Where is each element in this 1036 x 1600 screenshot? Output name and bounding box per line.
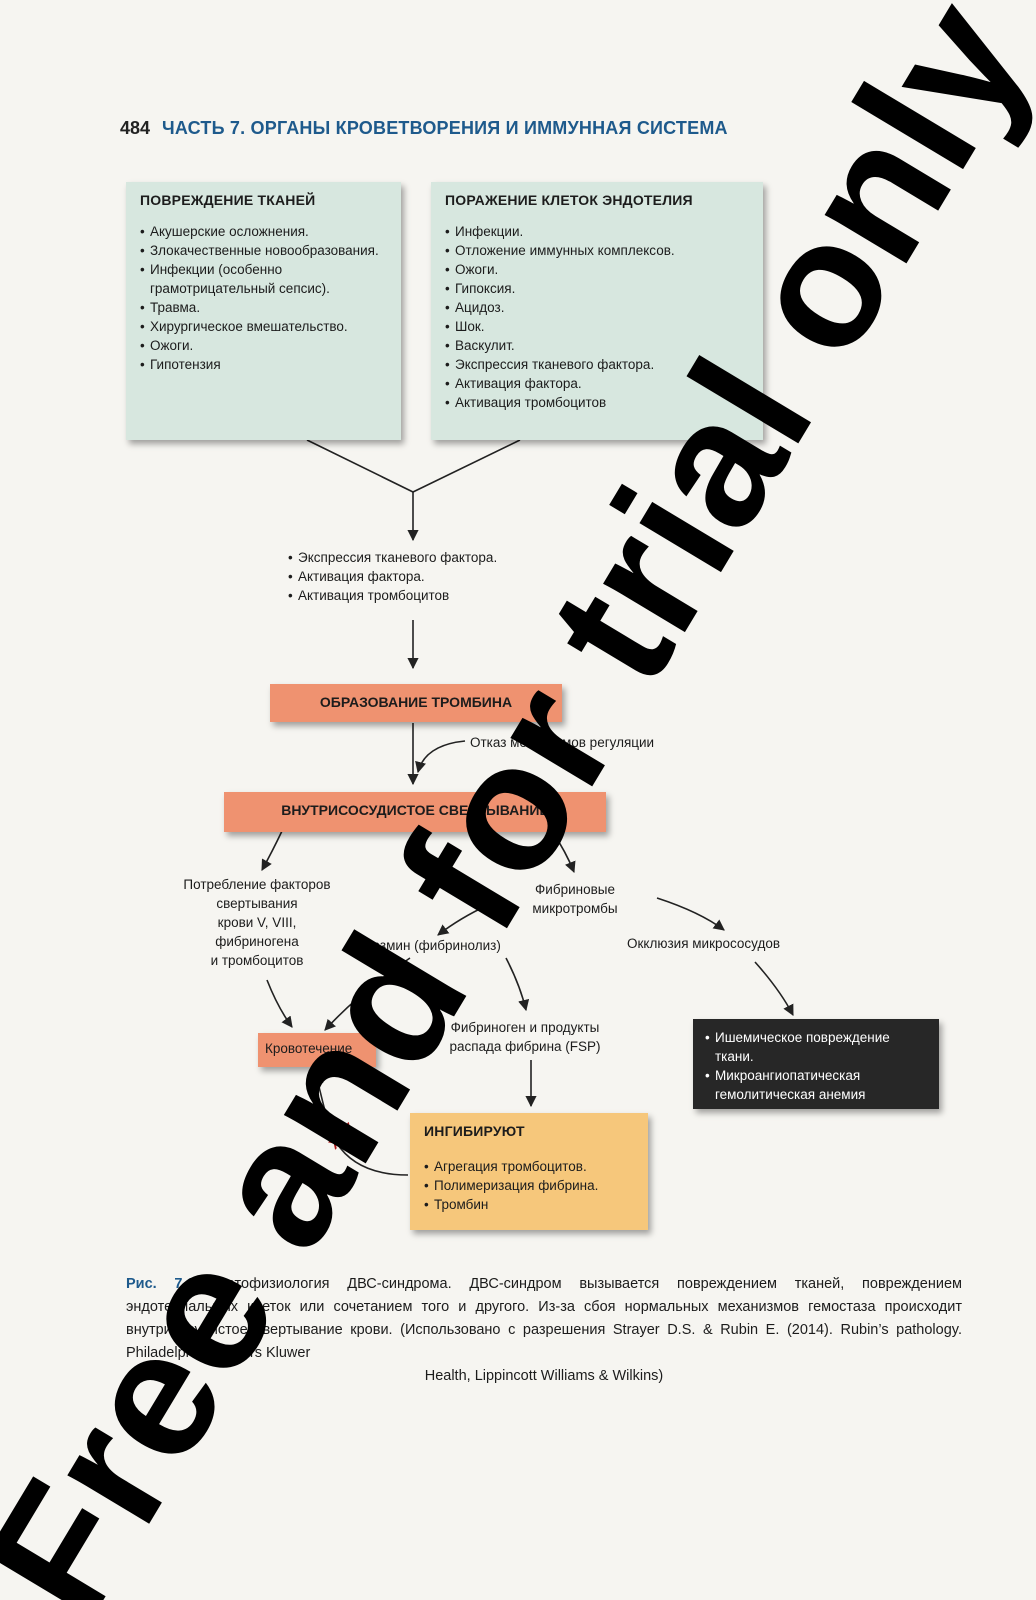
plasmin-label: Плазмин (фибринолиз) bbox=[355, 938, 501, 953]
bleeding-label: Кровотечение bbox=[265, 1041, 353, 1056]
text-line: крови V, VIII, bbox=[217, 915, 297, 930]
list-item: Злокачественные новообразования. bbox=[140, 241, 387, 260]
text-line: и тромбоцитов bbox=[210, 953, 304, 968]
mechanism-list: Экспрессия тканевого фактора. Активация … bbox=[288, 548, 588, 605]
bleeding-box: Кровотечение bbox=[258, 1033, 376, 1067]
list-item: Тромбин bbox=[424, 1195, 634, 1214]
text-line: Потребление факторов bbox=[183, 877, 331, 892]
arrow-to-occlusion bbox=[656, 897, 725, 931]
intravascular-coagulation-box: ВНУТРИСОСУДИСТОЕ СВЕРТЫВАНИЕ bbox=[224, 792, 606, 832]
list-item: Шок. bbox=[445, 317, 749, 336]
microthrombi-label: Фибриновые микротромбы bbox=[500, 880, 650, 918]
list-item: Ожоги. bbox=[140, 336, 387, 355]
list-item: Ишемическое повреждение ткани. bbox=[705, 1028, 927, 1066]
arrow-plasmin-to-bleeding bbox=[324, 957, 411, 1031]
list-item: Акушерские осложнения. bbox=[140, 222, 387, 241]
text-line: свертывания bbox=[216, 896, 298, 911]
text-line: Фибриновые bbox=[535, 882, 615, 897]
intravascular-coagulation-label: ВНУТРИСОСУДИСТОЕ СВЕРТЫВАНИЕ bbox=[281, 802, 549, 818]
arrow-to-consumption bbox=[261, 830, 283, 871]
arrow-to-plasmin bbox=[437, 904, 489, 936]
arrow-to-ischemic bbox=[754, 961, 794, 1016]
list-item: Ожоги. bbox=[445, 260, 749, 279]
fsp-label: Фибриноген и продукты распада фибрина (F… bbox=[420, 1018, 630, 1056]
caption-last-line: Health, Lippincott Williams & Wilkins) bbox=[424, 1368, 664, 1384]
list-item: Отложение иммунных комплексов. bbox=[445, 241, 749, 260]
ischemic-list: Ишемическое повреждение ткани. Микроанги… bbox=[705, 1028, 927, 1104]
list-item: Активация тромбоцитов bbox=[445, 393, 749, 412]
consumption-label: Потребление факторов свертывания крови V… bbox=[150, 875, 364, 970]
figure-caption: Рис. 7.1. Патофизиология ДВС-синдрома. Д… bbox=[126, 1273, 962, 1388]
inhibit-list: Агрегация тромбоцитов. Полимеризация фиб… bbox=[424, 1157, 634, 1214]
list-item: Активация фактора. bbox=[288, 567, 588, 586]
arrow-consumption-to-bleeding bbox=[266, 979, 293, 1028]
thrombin-formation-box: ОБРАЗОВАНИЕ ТРОМБИНА bbox=[270, 684, 562, 722]
list-item: Инфекции (особенно грамотрицательный сеп… bbox=[140, 260, 387, 298]
list-item: Активация тромбоцитов bbox=[288, 586, 588, 605]
tissue-damage-title: ПОВРЕЖДЕНИЕ ТКАНЕЙ bbox=[140, 192, 316, 208]
connector-right bbox=[412, 439, 521, 493]
list-item: Активация фактора. bbox=[445, 374, 749, 393]
text-line: Фибриноген и продукты bbox=[450, 1020, 600, 1035]
page-header: 484 ЧАСТЬ 7. ОРГАНЫ КРОВЕТВОРЕНИЯ И ИММУН… bbox=[120, 118, 728, 139]
endothelial-damage-box: ПОРАЖЕНИЕ КЛЕТОК ЭНДОТЕЛИЯ Инфекции. Отл… bbox=[431, 182, 763, 440]
list-item: Хирургическое вмешательство. bbox=[140, 317, 387, 336]
ischemic-damage-box: Ишемическое повреждение ткани. Микроанги… bbox=[693, 1019, 939, 1109]
endothelial-damage-list: Инфекции. Отложение иммунных комплексов.… bbox=[445, 222, 749, 412]
occlusion-label: Окклюзия микрососудов bbox=[627, 936, 781, 951]
thrombin-formation-label: ОБРАЗОВАНИЕ ТРОМБИНА bbox=[319, 694, 513, 710]
list-item: Экспрессия тканевого фактора. bbox=[445, 355, 749, 374]
list-item: Инфекции. bbox=[445, 222, 749, 241]
inhibit-box: ИНГИБИРУЮТ Агрегация тромбоцитов. Полиме… bbox=[410, 1113, 648, 1230]
block-mark: XXX bbox=[326, 1120, 359, 1153]
arrow-inhibit-to-bleeding bbox=[312, 1072, 409, 1176]
list-item: Ацидоз. bbox=[445, 298, 749, 317]
list-item: Васкулит. bbox=[445, 336, 749, 355]
caption-label: Рис. 7.1. bbox=[126, 1276, 199, 1292]
endothelial-damage-title: ПОРАЖЕНИЕ КЛЕТОК ЭНДОТЕЛИЯ bbox=[445, 192, 693, 208]
list-item: Агрегация тромбоцитов. bbox=[424, 1157, 634, 1176]
list-item: Гипотензия bbox=[140, 355, 387, 374]
list-item: Гипоксия. bbox=[445, 279, 749, 298]
list-item: Экспрессия тканевого фактора. bbox=[288, 548, 588, 567]
text-line: распада фибрина (FSP) bbox=[449, 1039, 601, 1054]
arrow-to-fsp bbox=[505, 957, 530, 1012]
tissue-damage-list: Акушерские осложнения. Злокачественные н… bbox=[140, 222, 387, 374]
caption-text: Патофизиология ДВС-синдрома. ДВС-синдром… bbox=[126, 1276, 962, 1361]
page-number: 484 bbox=[120, 118, 151, 138]
list-item: Полимеризация фибрина. bbox=[424, 1176, 634, 1195]
list-item: Травма. bbox=[140, 298, 387, 317]
list-item: Микроангиопатическая гемолитическая анем… bbox=[705, 1066, 927, 1104]
text-line: микротромбы bbox=[532, 901, 618, 916]
text-line: фибриногена bbox=[215, 934, 299, 949]
inhibit-title: ИНГИБИРУЮТ bbox=[424, 1123, 525, 1139]
arrow-to-microthrombi bbox=[551, 830, 576, 874]
running-title: ЧАСТЬ 7. ОРГАНЫ КРОВЕТВОРЕНИЯ И ИММУННАЯ… bbox=[162, 118, 728, 138]
regulation-failure-label: Отказ механизмов регуляции bbox=[470, 735, 655, 750]
connector-left bbox=[306, 439, 414, 493]
arrow-regulation bbox=[415, 740, 466, 774]
tissue-damage-box: ПОВРЕЖДЕНИЕ ТКАНЕЙ Акушерские осложнения… bbox=[126, 182, 401, 440]
